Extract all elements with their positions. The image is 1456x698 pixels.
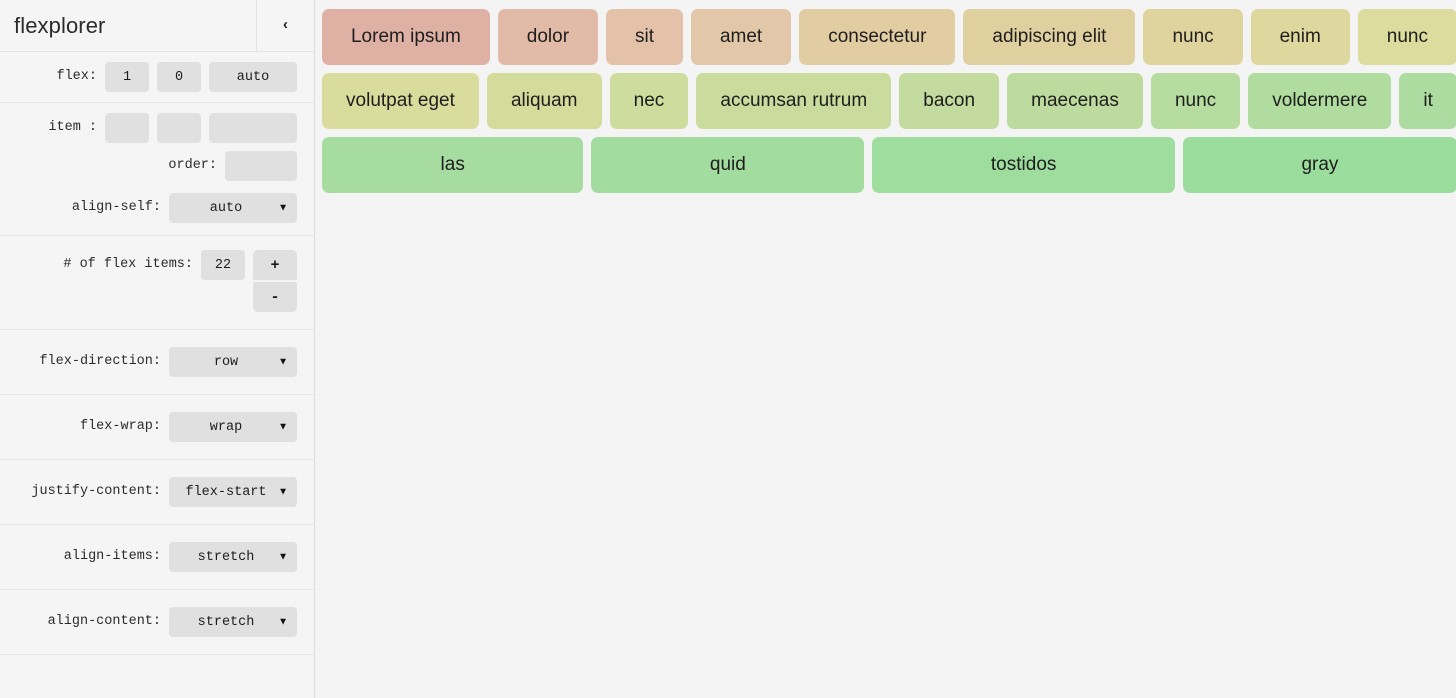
flex-direction-label: flex-direction: xyxy=(39,354,161,369)
justify-content-select-wrap: flex-startflex-endcenterspace-betweenspa… xyxy=(169,477,297,507)
flex-item[interactable]: sit xyxy=(606,9,683,65)
flex-wrap-label: flex-wrap: xyxy=(79,419,161,434)
item-count-fields: + - xyxy=(201,250,297,312)
justify-content-label: justify-content: xyxy=(31,484,161,499)
item-selector-label: item : xyxy=(48,120,97,135)
align-content-select[interactable]: stretchflex-startflex-endcenterspace-bet… xyxy=(169,607,297,637)
order-label: order: xyxy=(168,158,217,173)
flex-item[interactable]: Lorem ipsum xyxy=(322,9,490,65)
flex-item[interactable]: aliquam xyxy=(486,73,602,129)
flex-direction-select[interactable]: rowrow-reversecolumncolumn-reverse xyxy=(169,347,297,377)
decrement-items-button[interactable]: - xyxy=(253,282,297,312)
align-items-label: align-items: xyxy=(63,549,161,564)
item-count-label: # of flex items: xyxy=(63,257,193,272)
flex-item[interactable]: voldermere xyxy=(1248,73,1392,129)
order-input[interactable] xyxy=(225,151,297,181)
flex-item[interactable]: adipiscing elit xyxy=(963,9,1136,65)
flex-shrink-input[interactable] xyxy=(157,62,201,92)
flex-item[interactable]: enim xyxy=(1250,9,1350,65)
flex-item[interactable]: consectetur xyxy=(799,9,956,65)
flex-shorthand-fields xyxy=(105,62,297,92)
order-row: order: xyxy=(0,147,314,185)
flex-item[interactable]: las xyxy=(322,137,584,193)
flex-item[interactable]: bacon xyxy=(899,73,1000,129)
align-content-row: align-content: stretchflex-startflex-end… xyxy=(0,590,314,655)
app-title: flexplorer xyxy=(14,12,106,38)
align-self-select[interactable]: autoflex-startflex-endcenterbaselinestre… xyxy=(169,193,297,223)
item-count-row: # of flex items: + - xyxy=(0,236,314,330)
align-items-select[interactable]: stretchflex-startflex-endcenterbaseline xyxy=(169,542,297,572)
flex-item[interactable]: nunc xyxy=(1143,9,1243,65)
flex-item[interactable]: dolor xyxy=(497,9,599,65)
item-count-input[interactable] xyxy=(201,250,245,280)
flex-wrap-select[interactable]: nowrapwrapwrap-reverse xyxy=(169,412,297,442)
flex-wrap-row: flex-wrap: nowrapwrapwrap-reverse ▼ xyxy=(0,395,314,460)
sidebar-header: flexplorer ‹ xyxy=(0,0,314,52)
flex-basis-input[interactable] xyxy=(209,62,297,92)
align-self-select-wrap: autoflex-startflex-endcenterbaselinestre… xyxy=(169,193,297,223)
flex-item[interactable]: amet xyxy=(690,9,792,65)
item-second-input[interactable] xyxy=(157,113,201,143)
flex-item[interactable]: volutpat eget xyxy=(322,73,479,129)
flex-item[interactable]: accumsan rutrum xyxy=(696,73,892,129)
flex-item[interactable]: maecenas xyxy=(1007,73,1143,129)
flex-item[interactable]: nunc xyxy=(1150,73,1241,129)
flex-shorthand-label: flex: xyxy=(56,69,97,84)
flex-item[interactable]: quid xyxy=(591,137,865,193)
flex-direction-select-wrap: rowrow-reversecolumncolumn-reverse ▼ xyxy=(169,347,297,377)
align-items-row: align-items: stretchflex-startflex-endce… xyxy=(0,525,314,590)
order-fields xyxy=(225,151,297,181)
item-selector-row: item : xyxy=(0,103,314,147)
item-third-input[interactable] xyxy=(209,113,297,143)
align-self-row: align-self: autoflex-startflex-endcenter… xyxy=(0,185,314,235)
chevron-left-icon: ‹ xyxy=(280,17,290,34)
align-content-select-wrap: stretchflex-startflex-endcenterspace-bet… xyxy=(169,607,297,637)
flex-item[interactable]: gray xyxy=(1182,137,1456,193)
item-index-input[interactable] xyxy=(105,113,149,143)
flex-item[interactable]: tostidos xyxy=(872,137,1175,193)
flex-item[interactable]: it xyxy=(1399,73,1456,129)
increment-items-button[interactable]: + xyxy=(253,250,297,280)
control-sidebar: flexplorer ‹ flex: item : xyxy=(0,0,315,698)
item-selector-fields xyxy=(105,113,297,143)
flex-item[interactable]: nec xyxy=(609,73,689,129)
align-items-select-wrap: stretchflex-startflex-endcenterbaseline … xyxy=(169,542,297,572)
flex-item[interactable]: nunc xyxy=(1357,9,1456,65)
align-content-label: align-content: xyxy=(47,614,161,629)
item-count-stepper: + - xyxy=(253,250,297,312)
flex-grow-input[interactable] xyxy=(105,62,149,92)
flex-direction-row: flex-direction: rowrow-reversecolumncolu… xyxy=(0,330,314,395)
flex-wrap-select-wrap: nowrapwrapwrap-reverse ▼ xyxy=(169,412,297,442)
justify-content-select[interactable]: flex-startflex-endcenterspace-betweenspa… xyxy=(169,477,297,507)
align-self-label: align-self: xyxy=(71,200,161,215)
collapse-sidebar-button[interactable]: ‹ xyxy=(256,0,314,51)
flex-shorthand-row: flex: xyxy=(0,52,314,103)
justify-content-row: justify-content: flex-startflex-endcente… xyxy=(0,460,314,525)
